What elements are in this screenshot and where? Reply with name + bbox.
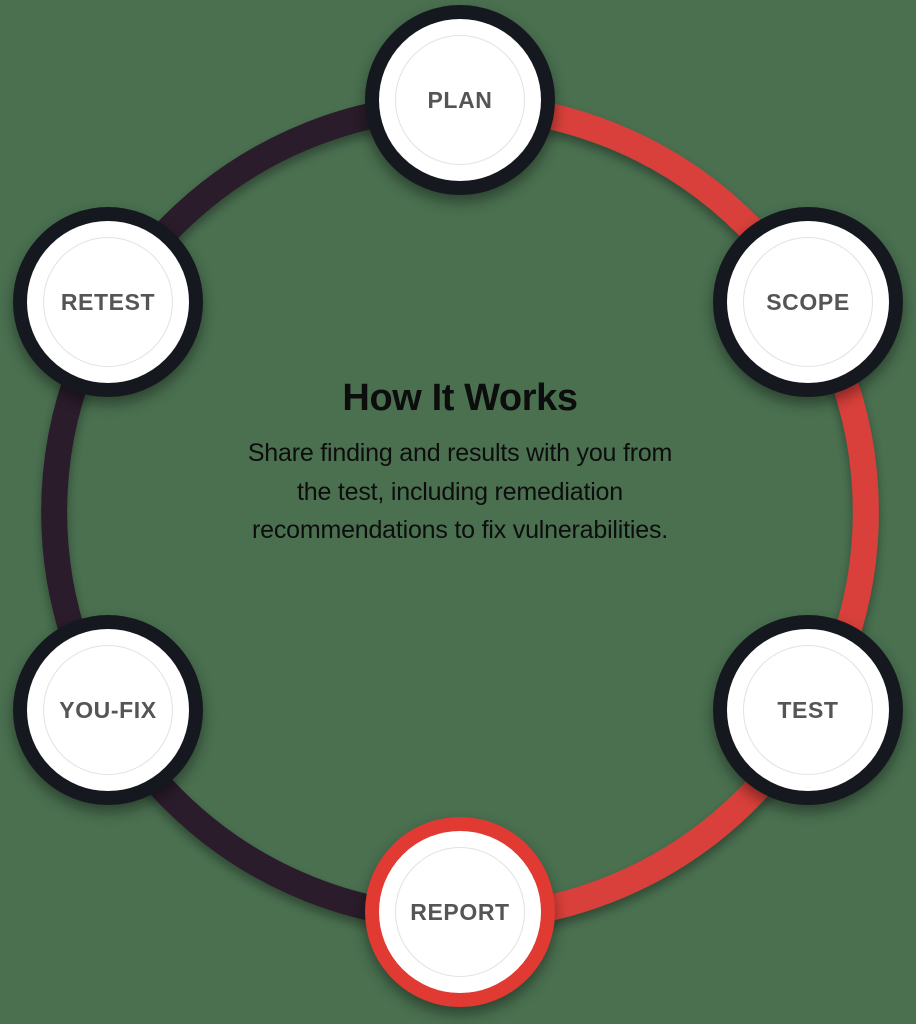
process-node-label: PLAN: [427, 86, 493, 113]
center-description-line: Share finding and results with you from: [247, 438, 673, 467]
center-description-line: recommendations to fix vulnerabilities.: [251, 516, 668, 545]
process-node-youfix[interactable]: YOU-FIX: [13, 615, 203, 805]
process-node-label: RETEST: [60, 288, 156, 315]
process-node-label: SCOPE: [766, 288, 850, 315]
process-node-scope[interactable]: SCOPE: [713, 207, 903, 397]
process-node-label: TEST: [777, 696, 839, 723]
process-node-report[interactable]: REPORT: [365, 817, 555, 1007]
process-node-label: REPORT: [410, 898, 510, 925]
page-title: How It Works: [342, 377, 578, 419]
process-node-label: YOU-FIX: [59, 696, 157, 723]
center-description-line: the test, including remediation: [297, 477, 623, 506]
center-content: How It Works Share finding and results w…: [160, 377, 760, 550]
process-node-retest[interactable]: RETEST: [13, 207, 203, 397]
center-description: Share finding and results with you from …: [160, 434, 760, 550]
process-node-test[interactable]: TEST: [713, 615, 903, 805]
process-node-plan[interactable]: PLAN: [365, 5, 555, 195]
